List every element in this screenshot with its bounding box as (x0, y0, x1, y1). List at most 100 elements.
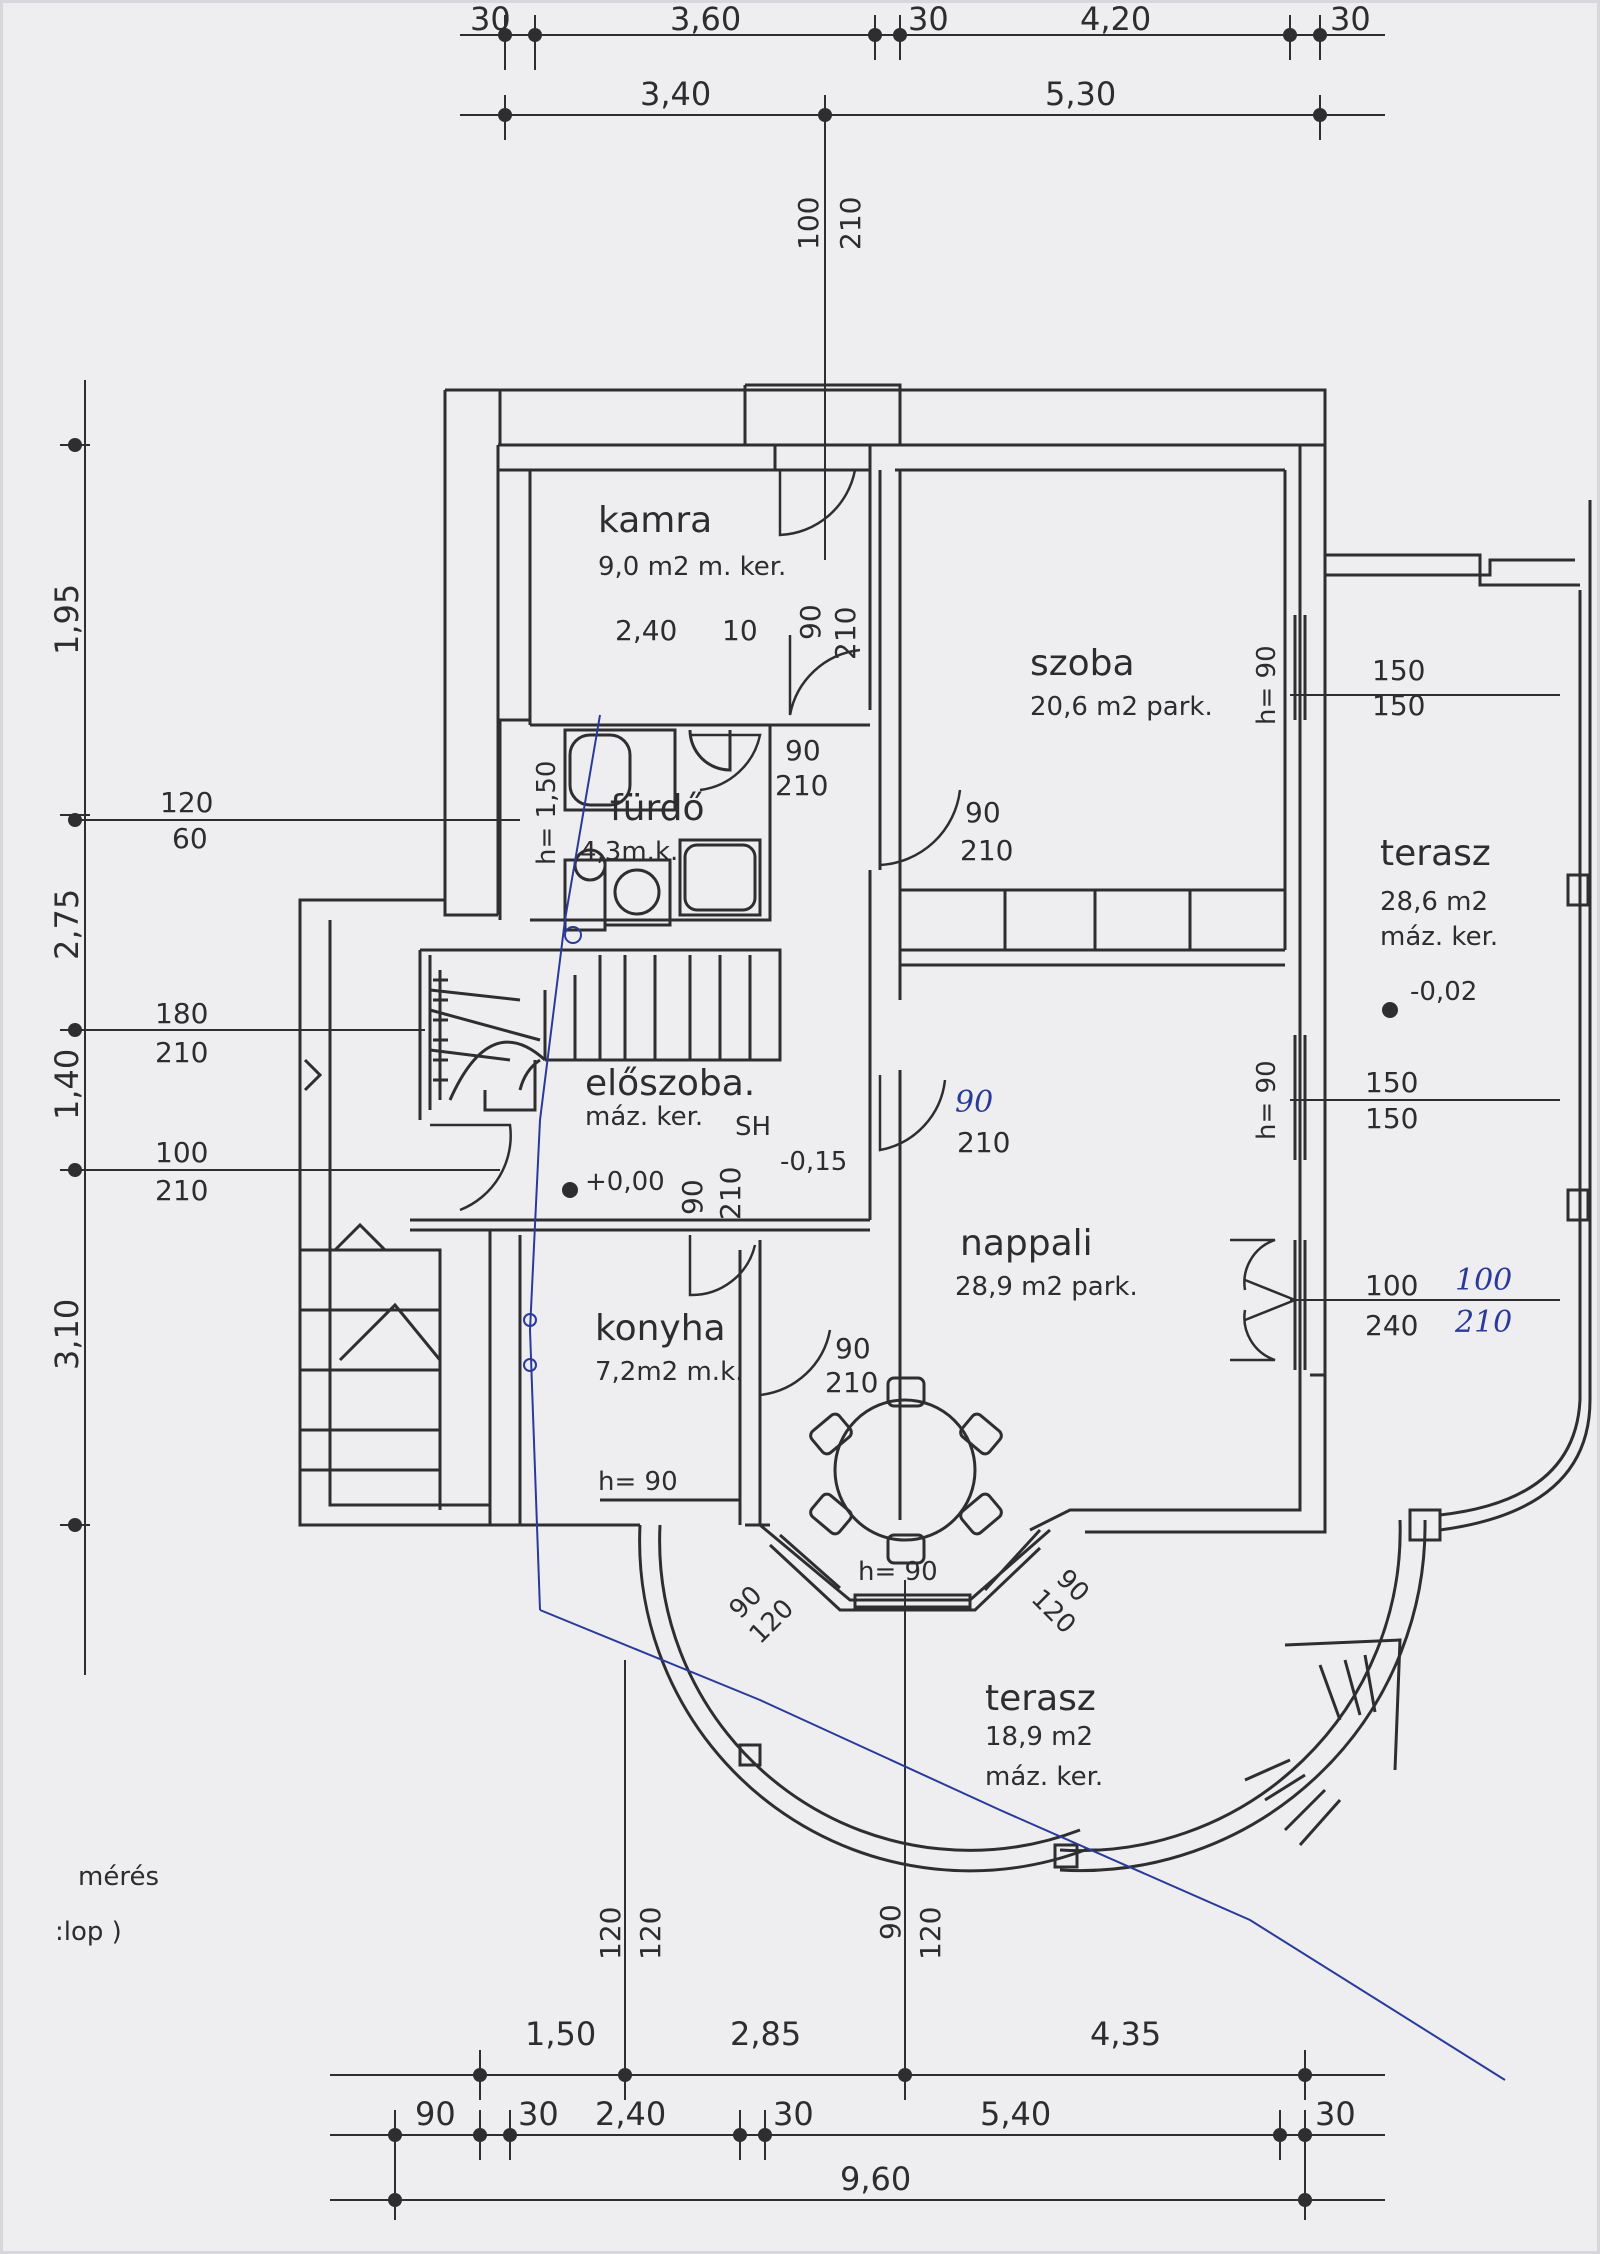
east-door-hand-h: 210 (1454, 1305, 1512, 1340)
bay-window (759, 1523, 1051, 1612)
nappali-window-height: h= 90 (1252, 1060, 1282, 1140)
dining-table (809, 1376, 1003, 1565)
room-konyha-name: konyha (595, 1308, 726, 1349)
note-meres: mérés (78, 1862, 159, 1892)
room-nappali-name: nappali (960, 1223, 1093, 1264)
furdo-door-h: 210 (775, 769, 828, 802)
konyha-window-height: h= 90 (598, 1467, 678, 1497)
left-window-h: 60 (172, 822, 208, 855)
kamra-door-w: 90 (794, 604, 827, 640)
hand-markings (523, 714, 1506, 2081)
left-window-w: 120 (160, 786, 213, 819)
dim-bottom-total: 9,60 (840, 2160, 911, 2198)
room-terasz-south-name: terasz (985, 1678, 1096, 1719)
level-ground: +0,00 (585, 1167, 665, 1197)
bay-window-height: h= 90 (858, 1557, 938, 1587)
note-oszlop: :lop ) (55, 1917, 122, 1947)
dim-left-4: 3,10 (48, 1299, 86, 1370)
bottom-dimension-labels: 1,50 2,85 4,35 90 30 2,40 30 5,40 30 9,6… (415, 2015, 1356, 2198)
opening-labels: 2,40 10 90 210 90 210 90 210 h= 90 h= 1,… (532, 604, 1512, 1960)
szoba-door-h: 210 (960, 834, 1013, 867)
room-furdo-name: fürdő (610, 788, 705, 829)
dim-top-6: 3,40 (640, 75, 711, 113)
sh-label: SH (735, 1112, 771, 1142)
dim-bottom-8: 5,40 (980, 2095, 1051, 2133)
stair-window-w: 180 (155, 997, 208, 1030)
dim-left-1: 1,95 (48, 584, 86, 655)
room-szoba-name: szoba (1030, 643, 1135, 684)
room-eloszoba-info: máz. ker. (585, 1102, 703, 1132)
dim-left-3: 1,40 (48, 1049, 86, 1120)
room-terasz-east-info1: 28,6 m2 (1380, 887, 1488, 917)
room-szoba-info: 20,6 m2 park. (1030, 692, 1213, 722)
nappali-door-h: 210 (957, 1126, 1010, 1159)
szoba-door-w: 90 (965, 796, 1001, 829)
room-terasz-east-name: terasz (1380, 833, 1491, 874)
entry-door-h: 210 (155, 1174, 208, 1207)
dim-bottom-3: 4,35 (1090, 2015, 1161, 2053)
room-nappali-info: 28,9 m2 park. (955, 1272, 1138, 1302)
level-terrace: -0,02 (1410, 977, 1477, 1007)
room-kamra-name: kamra (598, 500, 712, 541)
door-swings (430, 469, 1296, 1397)
dim-top-4: 4,20 (1080, 0, 1151, 38)
stair-window-h: 210 (155, 1036, 208, 1069)
dim-bottom-5: 30 (518, 2095, 559, 2133)
konyha-door2-h: 210 (825, 1366, 878, 1399)
dim-bottom-4: 90 (415, 2095, 456, 2133)
interior-walls (410, 468, 1307, 1525)
dim-top-3: 30 (908, 0, 949, 38)
top-window-h: 210 (834, 197, 867, 250)
staircase (300, 948, 782, 1510)
konyha-door2-w: 90 (835, 1332, 871, 1365)
bathroom-fixtures (563, 728, 762, 932)
kamra-inner-width: 2,40 (615, 614, 677, 647)
east-window-1-w: 150 (1372, 654, 1425, 687)
south-window-2-w: 90 (874, 1904, 907, 1940)
dim-left-2: 2,75 (48, 889, 86, 960)
konyha-door-w: 90 (676, 1179, 709, 1215)
terrace-south (638, 1508, 1442, 1873)
room-kamra-info: 9,0 m2 m. ker. (598, 552, 786, 582)
room-eloszoba-name: előszoba. (585, 1063, 755, 1104)
dim-bottom-2: 2,85 (730, 2015, 801, 2053)
entry-door-w: 100 (155, 1136, 208, 1169)
konyha-door-h: 210 (714, 1167, 747, 1220)
room-konyha-info: 7,2m2 m.k. (595, 1357, 743, 1387)
side-notes: mérés :lop ) (55, 1862, 159, 1947)
terrace-east (1325, 500, 1592, 1532)
furdo-window-height: h= 1,50 (532, 761, 562, 865)
dim-top-7: 5,30 (1045, 75, 1116, 113)
szoba-window-height: h= 90 (1252, 645, 1282, 725)
level-markers: +0,00 -0,02 -0,15 (585, 977, 1477, 1197)
room-terasz-south-info1: 18,9 m2 (985, 1722, 1093, 1752)
east-window-2-h: 150 (1365, 1102, 1418, 1135)
dim-top-5: 30 (1330, 0, 1371, 38)
east-door-hand-w: 100 (1455, 1263, 1512, 1298)
room-furdo-info: 4,3m.k. (580, 837, 678, 867)
kamra-door-h: 210 (829, 607, 862, 660)
south-window-1-h: 120 (634, 1907, 667, 1960)
left-dimension-labels: 1,95 2,75 1,40 3,10 120 60 180 210 100 2… (48, 584, 213, 1370)
kamra-wall: 10 (722, 614, 758, 647)
room-terasz-east-info2: máz. ker. (1380, 922, 1498, 952)
nappali-door-w: 90 (955, 1085, 993, 1120)
dimension-ticks (68, 28, 1398, 2207)
top-window-w: 100 (792, 197, 825, 250)
furdo-door-w: 90 (785, 734, 821, 767)
level-step: -0,15 (780, 1147, 847, 1177)
south-window-2-h: 120 (914, 1907, 947, 1960)
dim-top-2: 3,60 (670, 0, 741, 38)
dim-bottom-6: 2,40 (595, 2095, 666, 2133)
dim-top-1: 30 (470, 0, 511, 38)
east-door-h: 240 (1365, 1309, 1418, 1342)
dim-bottom-1: 1,50 (525, 2015, 596, 2053)
south-window-1-w: 120 (594, 1907, 627, 1960)
east-window-1-h: 150 (1372, 689, 1425, 722)
east-door-w: 100 (1365, 1269, 1418, 1302)
room-terasz-south-info2: máz. ker. (985, 1762, 1103, 1792)
dim-bottom-7: 30 (773, 2095, 814, 2133)
top-dimension-labels: 30 3,60 30 4,20 30 3,40 5,30 100 210 (470, 0, 1371, 250)
room-labels: kamra 9,0 m2 m. ker. szoba 20,6 m2 park.… (580, 500, 1498, 1792)
